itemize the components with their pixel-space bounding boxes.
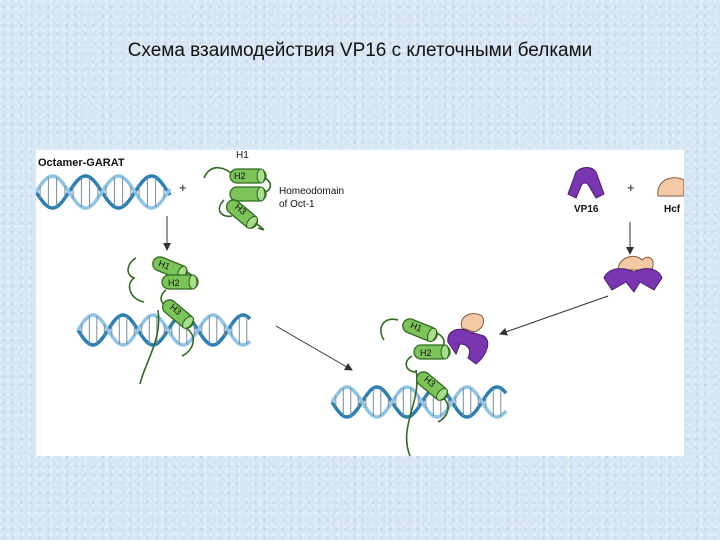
dna-ternary-complex	[330, 385, 508, 419]
vp16-hcf-bound	[447, 313, 489, 365]
helix-h1-label-2: H1	[157, 258, 171, 272]
homeodomain-bound-dna: H1 H2 H3	[127, 254, 199, 385]
helix-h2-label-2: H2	[168, 278, 180, 288]
plus-sign-1: +	[179, 180, 187, 195]
arrow-complex-to-ternary	[275, 325, 353, 371]
helix-h1-label: H1	[236, 150, 249, 161]
dna-bound-complex	[76, 313, 252, 347]
arrow-vp16hcf-to-ternary	[499, 295, 609, 336]
helix-h2-label: H2	[234, 171, 246, 181]
homeodomain-ternary: H1 H2 H3	[380, 316, 451, 456]
helix-h2-label-3: H2	[420, 348, 432, 358]
slide-title: Схема взаимодействия VP16 с клеточными б…	[127, 40, 593, 61]
vp16-interaction-diagram: Octamer-GARAT + H1 H2 H3 Homeodomain of …	[36, 150, 684, 456]
hcf-label: Hcf	[664, 204, 681, 215]
vp16-label: VP16	[574, 204, 599, 215]
vp16-hcf-complex	[603, 255, 663, 293]
homeodomain-label-line2: of Oct-1	[279, 199, 315, 210]
helix-h1-label-3: H1	[409, 320, 423, 334]
dna-octamer-site	[36, 174, 172, 210]
octamer-label: Octamer-GARAT	[38, 157, 125, 169]
vp16-protein	[567, 167, 605, 199]
homeodomain-label-line1: Homeodomain	[279, 186, 344, 197]
homeodomain-oct1: H1 H2 H3	[203, 150, 272, 232]
plus-sign-2: +	[627, 180, 635, 195]
hcf-protein	[657, 177, 684, 197]
